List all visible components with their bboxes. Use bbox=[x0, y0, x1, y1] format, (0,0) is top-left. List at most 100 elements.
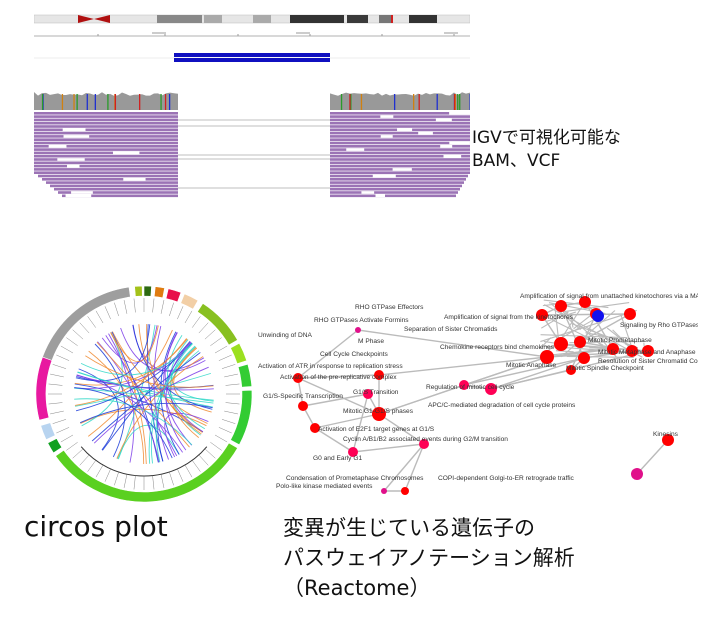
circos-links bbox=[74, 324, 214, 477]
circos-ring bbox=[35, 285, 253, 503]
pathway-node bbox=[540, 350, 554, 364]
chromosome-segment bbox=[153, 286, 165, 299]
read bbox=[330, 148, 470, 151]
read bbox=[34, 168, 178, 171]
coverage-bar bbox=[330, 92, 470, 110]
chromosome-ideogram bbox=[34, 14, 470, 24]
circos-link bbox=[88, 350, 145, 465]
read bbox=[34, 135, 178, 138]
read bbox=[34, 161, 178, 165]
pathway-node bbox=[310, 423, 320, 433]
chromosome-segment bbox=[165, 288, 182, 303]
chromosome-segment bbox=[143, 285, 152, 297]
gene-label-tick bbox=[133, 475, 136, 490]
pathway-label: Mitotic Metaphase and Anaphase bbox=[598, 349, 696, 356]
circos-link bbox=[76, 374, 183, 453]
pathway-node bbox=[574, 336, 586, 348]
gene-label-tick bbox=[224, 410, 238, 415]
read-gap bbox=[123, 178, 146, 181]
chromosome-segment bbox=[55, 442, 238, 503]
reactome-caption: 変異が生じている遺伝子の パスウェイアノテーション解析 （Reactome） bbox=[283, 513, 575, 603]
gene-label-tick bbox=[72, 329, 84, 340]
read bbox=[54, 187, 178, 191]
read-gap bbox=[380, 115, 394, 118]
gene-label-tick bbox=[114, 471, 119, 486]
pathway-label: Amplification of signal from unattached … bbox=[520, 293, 698, 300]
network-edge bbox=[555, 350, 574, 353]
read bbox=[46, 181, 178, 184]
pathway-label: Mitotic G1-G1/S phases bbox=[343, 408, 414, 415]
read bbox=[330, 131, 470, 135]
coverage-variant bbox=[436, 94, 438, 110]
igv-caption-line2: BAM、VCF bbox=[472, 151, 561, 171]
coverage-variant bbox=[360, 94, 363, 110]
gene-label-tick bbox=[104, 306, 111, 320]
gene-label-tick bbox=[133, 298, 136, 313]
gene-label-tick bbox=[177, 468, 184, 482]
coverage-variant bbox=[73, 94, 75, 110]
gene-label-tick bbox=[56, 427, 70, 434]
read bbox=[330, 115, 470, 118]
coverage-variant bbox=[457, 94, 459, 110]
circos-link bbox=[74, 387, 173, 459]
reactome-caption-line3: （Reactome） bbox=[283, 576, 431, 600]
circos-link bbox=[76, 374, 214, 391]
network-edge bbox=[378, 413, 425, 445]
read bbox=[330, 178, 466, 181]
coverage-variant bbox=[418, 94, 420, 110]
read bbox=[34, 125, 178, 128]
pathway-label: Activation of the pre-replicative comple… bbox=[280, 374, 397, 381]
coverage-variant bbox=[453, 94, 456, 110]
read bbox=[330, 118, 470, 122]
alignment-reads bbox=[34, 112, 470, 198]
pathway-label: G0 and Early G1 bbox=[313, 455, 362, 462]
circos-link bbox=[79, 402, 213, 424]
network-edge bbox=[314, 427, 354, 453]
network-edge bbox=[636, 439, 669, 475]
gene-label-tick bbox=[210, 442, 222, 451]
read bbox=[34, 138, 178, 141]
circos-link bbox=[117, 424, 180, 460]
gene-label-tick bbox=[221, 419, 236, 424]
network-edge bbox=[297, 329, 359, 379]
read bbox=[330, 121, 470, 125]
chromosome-segment bbox=[180, 293, 199, 310]
pathway-node bbox=[298, 401, 308, 411]
gene-label-tick bbox=[160, 474, 165, 488]
read bbox=[34, 154, 178, 158]
read bbox=[34, 131, 178, 135]
read bbox=[330, 161, 470, 165]
circos-link bbox=[170, 346, 200, 438]
pathway-label: Cell Cycle Checkpoints bbox=[320, 351, 388, 358]
read bbox=[330, 125, 470, 128]
gene-label-tick bbox=[104, 468, 111, 482]
pathway-node bbox=[372, 407, 386, 421]
read-gap bbox=[449, 112, 470, 115]
read bbox=[330, 191, 458, 194]
read bbox=[330, 194, 456, 198]
circos-link bbox=[74, 341, 192, 389]
read bbox=[330, 171, 470, 174]
gene-label-tick bbox=[204, 329, 216, 340]
network-edge bbox=[490, 357, 585, 390]
network-edge bbox=[314, 413, 380, 429]
coverage-variant bbox=[107, 94, 109, 110]
gene-label-tick bbox=[60, 434, 74, 443]
coverage-variant bbox=[86, 94, 88, 110]
gene-label-tick bbox=[87, 460, 96, 472]
chromosome-segment bbox=[196, 303, 238, 346]
pathway-label: RHO GTPase Effectors bbox=[355, 304, 424, 311]
read bbox=[34, 112, 178, 115]
pathway-node bbox=[566, 365, 576, 375]
pathway-node bbox=[401, 487, 409, 495]
network-edge bbox=[585, 332, 619, 340]
pathway-node bbox=[555, 300, 567, 312]
gene-label-tick bbox=[214, 345, 228, 354]
circos-link bbox=[164, 412, 209, 458]
gene-label-tick bbox=[214, 434, 228, 443]
gene-label-tick bbox=[225, 402, 240, 405]
chromosome-segment bbox=[47, 438, 63, 454]
circos-caption: circos plot bbox=[24, 510, 168, 543]
pathway-label: APC/C-mediated degradation of cell cycle… bbox=[428, 402, 576, 409]
read bbox=[330, 135, 470, 138]
